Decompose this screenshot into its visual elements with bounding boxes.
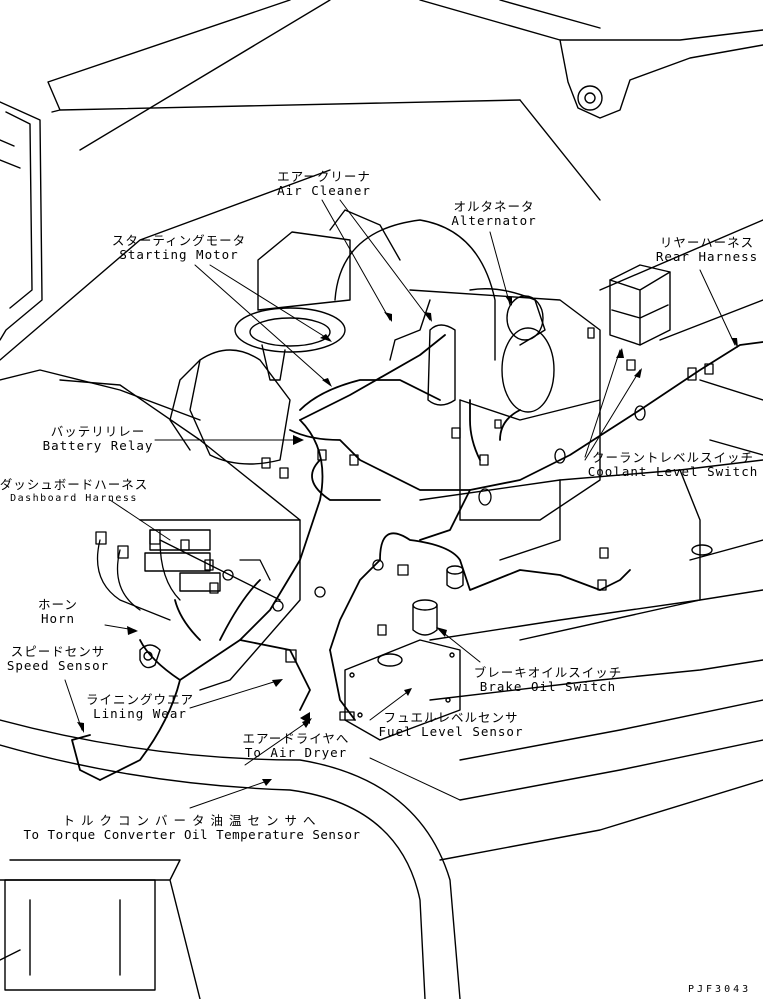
label-fuel-level-sensor: フュエルレベルセンサ Fuel Level Sensor [379, 711, 524, 739]
label-coolant-level-switch: クーラントレベルスイッチ Coolant Level Switch [588, 451, 759, 479]
rear-harness-ja: リヤーハーネス [659, 235, 755, 250]
horn-ja: ホーン [38, 597, 78, 612]
speed-sensor-ja: スピードセンサ [10, 644, 106, 659]
label-speed-sensor: スピードセンサ Speed Sensor [7, 645, 109, 673]
dashboard-harness-en: Dashboard Harness [10, 493, 138, 504]
label-horn: ホーン Horn [38, 598, 78, 626]
battery-relay-ja: バッテリリレー [50, 424, 146, 439]
air-cleaner-en: Air Cleaner [277, 183, 371, 198]
speed-sensor-en: Speed Sensor [6, 658, 110, 673]
cab-outline [0, 0, 763, 456]
engine-assembly [257, 209, 601, 521]
air-cleaner-ja: エアークリーナ [277, 169, 371, 184]
coolant-level-switch-ja: クーラントレベルスイッチ [591, 450, 755, 465]
label-battery-relay: バッテリリレー Battery Relay [43, 425, 154, 453]
leader-lines [64, 199, 736, 809]
steering-and-seat [169, 307, 346, 465]
label-air-cleaner: エアークリーナ Air Cleaner [277, 170, 371, 198]
label-starting-motor: スターティングモータ Starting Motor [112, 234, 246, 262]
brake-oil-canister [412, 565, 464, 636]
to-torque-converter-ja: トルクコンバータ油温センサへ [62, 813, 322, 828]
brake-oil-switch-en: Brake Oil Switch [479, 679, 617, 694]
starting-motor-ja: スターティングモータ [111, 233, 247, 248]
harness [71, 334, 763, 781]
label-alternator: オルタネータ Alternator [451, 200, 536, 228]
brake-oil-switch-ja: ブレーキオイルスイッチ [473, 665, 623, 680]
label-to-torque-converter: トルクコンバータ油温センサへ To Torque Converter Oil T… [23, 814, 360, 842]
dashboard-panel [59, 379, 301, 691]
coolant-tank [609, 264, 671, 346]
fuel-level-sensor-ja: フュエルレベルセンサ [383, 710, 519, 725]
starting-motor-en: Starting Motor [119, 247, 239, 262]
fuel-level-sensor-en: Fuel Level Sensor [378, 724, 524, 739]
label-brake-oil-switch: ブレーキオイルスイッチ Brake Oil Switch [474, 666, 623, 694]
lining-wear-ja: ライニングウエア [85, 692, 195, 707]
label-dashboard-harness: ダッシュボードハーネス Dashboard Harness [0, 478, 148, 506]
to-torque-converter-en: To Torque Converter Oil Temperature Sens… [23, 827, 361, 842]
label-lining-wear: ライニングウエア Lining Wear [86, 693, 194, 721]
alternator-en: Alternator [451, 213, 537, 228]
drawing-code: PJF3043 [688, 984, 752, 995]
front-wheel [0, 719, 763, 999]
connectors [95, 327, 714, 721]
label-to-air-dryer: エアードライヤへ To Air Dryer [243, 732, 350, 760]
lining-wear-en: Lining Wear [93, 706, 187, 721]
coolant-level-switch-en: Coolant Level Switch [587, 464, 759, 479]
frame-and-fender [419, 459, 763, 801]
alternator-ja: オルタネータ [453, 199, 535, 214]
rear-harness-en: Rear Harness [655, 249, 759, 264]
horn-en: Horn [40, 611, 76, 626]
arrowheads [77, 296, 738, 786]
dashboard-harness-ja: ダッシュボードハーネス [0, 477, 149, 492]
to-air-dryer-ja: エアードライヤへ [242, 731, 350, 746]
horn-shape [139, 644, 161, 669]
label-rear-harness: リヤーハーネス Rear Harness [656, 236, 758, 264]
to-air-dryer-en: To Air Dryer [244, 745, 348, 760]
battery-relay-en: Battery Relay [42, 438, 154, 453]
